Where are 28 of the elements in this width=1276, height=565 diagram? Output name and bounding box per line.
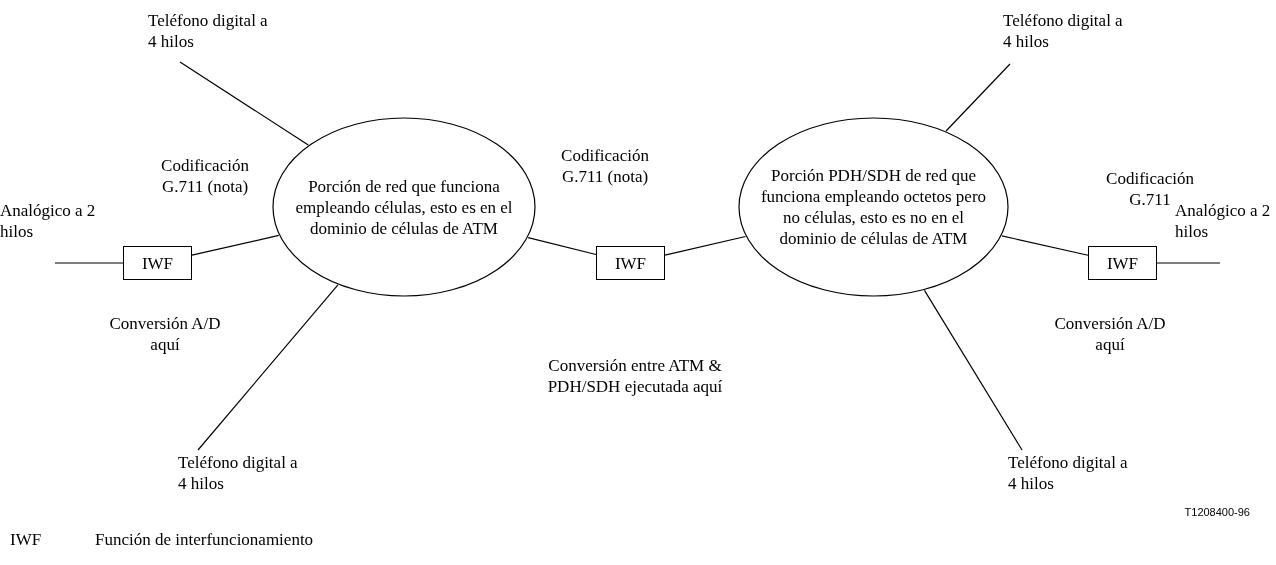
connector-line [1001,235,1089,256]
connector-line [54,262,124,264]
iwf-box: IWF [1088,246,1157,280]
terminal-label: Teléfono digital a 4 hilos [1008,452,1128,494]
annotation-text: Conversión A/D aquí [109,314,221,354]
connector-line [923,289,1023,451]
iwf-box: IWF [596,246,665,280]
connector-line [945,63,1011,132]
ellipse-text: Porción de red que funciona empleando células, esto es en el dominio de células de ATM [294,175,514,239]
terminal-label: Teléfono digital a 4 hilos [1003,10,1123,52]
figure-code: T1208400-96 [1184,506,1250,518]
connector-line [1156,262,1221,264]
annotation-text: IWF [10,530,42,549]
annotation-text: Codificación G.711 (nota) [161,156,249,196]
annotation-text: Función de interfuncionamiento [95,530,314,549]
terminal-label: Teléfono digital a 4 hilos [148,10,268,52]
connector-line [664,235,747,256]
connector-line [527,237,597,256]
annotation-text: Conversión entre ATM & PDH/SDH ejecutada aquí [547,356,723,396]
annotation-text: Analógico a 2 hilos [0,201,96,241]
connector-line [179,61,309,146]
connector-line [191,234,280,256]
annotation-text: Conversión A/D aquí [1054,314,1166,354]
connector-line [197,284,339,451]
iwf-box: IWF [123,246,192,280]
ellipse-text: Porción PDH/SDH de red que funciona empleando octetos pero no células, esto es no en el dominio de células de ATM [759,165,988,249]
annotation-text: Codificación G.711 (nota) [561,146,649,186]
terminal-label: Teléfono digital a 4 hilos [178,452,298,494]
